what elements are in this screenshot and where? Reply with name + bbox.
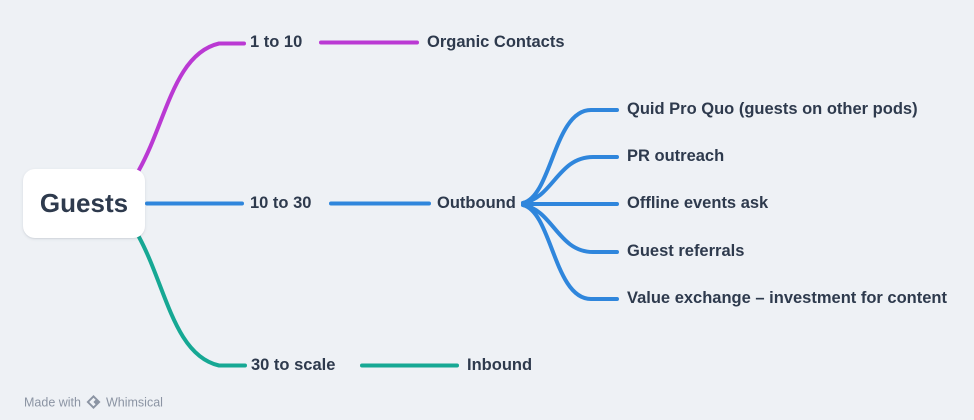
node-range-1-to-10[interactable]: 1 to 10 bbox=[250, 33, 303, 52]
node-range-30-to-scale[interactable]: 30 to scale bbox=[251, 356, 336, 375]
node-organic-contacts[interactable]: Organic Contacts bbox=[427, 33, 565, 52]
edge-outbound-to-pr-outreach bbox=[521, 155, 619, 205]
node-guests-root[interactable]: Guests bbox=[23, 169, 145, 238]
node-range-10-to-30[interactable]: 10 to 30 bbox=[250, 194, 312, 213]
edge-outbound-to-quid-pro-quo bbox=[521, 108, 619, 205]
node-pr-outreach[interactable]: PR outreach bbox=[627, 147, 725, 166]
node-value-exchange[interactable]: Value exchange – investment for content bbox=[627, 289, 948, 308]
edge-outbound-to-value-exchange bbox=[521, 203, 619, 301]
whimsical-brand-label: Whimsical bbox=[105, 395, 163, 409]
node-outbound[interactable]: Outbound bbox=[437, 194, 516, 213]
whimsical-logo-icon bbox=[86, 395, 101, 410]
made-with-label: Made with bbox=[24, 395, 81, 409]
made-with-whimsical-link[interactable]: Made with Whimsical bbox=[24, 395, 163, 410]
edge-outbound-to-guest-referrals bbox=[521, 203, 619, 254]
node-offline-events-ask[interactable]: Offline events ask bbox=[627, 194, 769, 213]
edge-root-to-30-to-scale bbox=[137, 235, 247, 368]
node-quid-pro-quo[interactable]: Quid Pro Quo (guests on other pods) bbox=[627, 100, 918, 119]
node-inbound[interactable]: Inbound bbox=[467, 356, 533, 375]
edge-root-to-1-to-10 bbox=[137, 41, 246, 172]
node-guest-referrals[interactable]: Guest referrals bbox=[627, 242, 745, 261]
